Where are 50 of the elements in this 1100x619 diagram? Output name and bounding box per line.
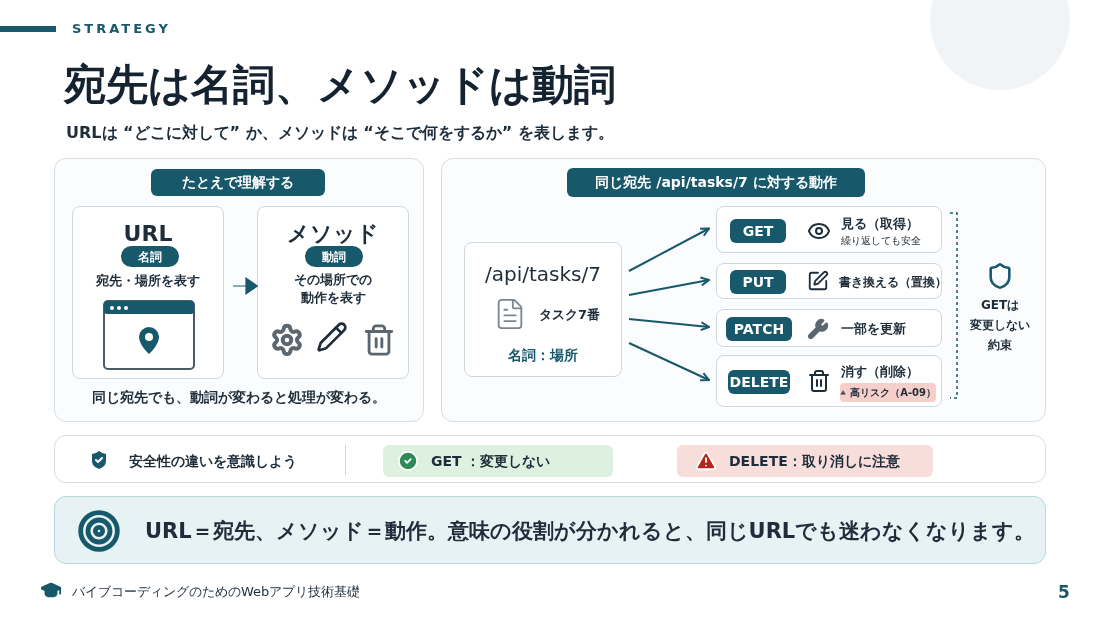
card-text: その場所での動作を表す: [293, 271, 373, 307]
example-panel: [54, 158, 424, 422]
section-label: STRATEGY: [72, 20, 171, 38]
slide-title: 宛先は名詞、メソッドは動詞: [64, 59, 616, 111]
safety-note: 安全性の違いを意識しよう: [129, 452, 297, 471]
footer-text: バイブコーディングのためのWebアプリ技術基礎: [72, 583, 361, 601]
concept-card: [257, 206, 409, 379]
concept-card: [72, 206, 224, 379]
resource-role: 名詞：場所: [507, 346, 579, 365]
panel-caption: 同じ宛先でも、動詞が変わると処理が変わる。: [91, 388, 387, 407]
method-badge: DELETE: [728, 370, 790, 394]
method-note: 繰り返しても安全: [841, 234, 921, 248]
arrow: [628, 318, 710, 332]
method-row: [716, 355, 942, 407]
arrow: [628, 276, 710, 296]
word-badge: 名詞: [121, 246, 179, 267]
shield-note: 変更しない: [969, 317, 1031, 334]
arrow-triangle: [232, 279, 259, 293]
heading-badge: たとえで理解する: [151, 169, 325, 196]
arrow: [628, 342, 710, 382]
summary-banner: [54, 496, 1046, 564]
safety-bar: [54, 435, 1046, 483]
card-text: 宛先・場所を表す: [95, 272, 201, 290]
method-description: 消す（削除）: [841, 363, 919, 381]
path-text: /api/tasks/7: [484, 261, 602, 288]
risk-badge: 高リスク（A-09）: [840, 383, 936, 402]
method-row: [716, 263, 942, 299]
safe-chip: GET ：変更しない: [383, 445, 613, 477]
page-number: 5: [1058, 581, 1070, 604]
method-description: 書き換える（置換）: [839, 274, 947, 291]
resource-text: タスク7番: [539, 306, 601, 324]
summary-text: URL＝宛先、メソッド＝動作。意味の役割が分かれると、同じURLでも迷わなくなります。: [145, 518, 1036, 545]
shield-note: 約束: [987, 337, 1013, 354]
method-description: 一部を更新: [841, 320, 906, 338]
card-title: メソッド: [286, 220, 380, 248]
method-badge: PUT: [730, 270, 786, 294]
method-badge: PATCH: [726, 317, 792, 341]
panel: [441, 158, 1046, 422]
subtitle: URLは “どこに対して” か、メソッドは “そこで何をするか” を表します。: [66, 122, 614, 144]
method-row: [716, 206, 942, 253]
heading-badge: 同じ宛先 /api/tasks/7 に対する動作: [567, 168, 865, 197]
warning-chip: DELETE：取り消しに注意: [677, 445, 933, 477]
method-row: [716, 309, 942, 347]
method-badge: GET: [730, 219, 786, 243]
arrow: [628, 227, 710, 272]
resource-card: [464, 242, 622, 377]
card-title: URL: [122, 220, 174, 248]
shield-note: GETは: [979, 297, 1021, 314]
word-badge: 動詞: [305, 246, 363, 267]
method-description: 見る（取得）: [841, 215, 919, 233]
